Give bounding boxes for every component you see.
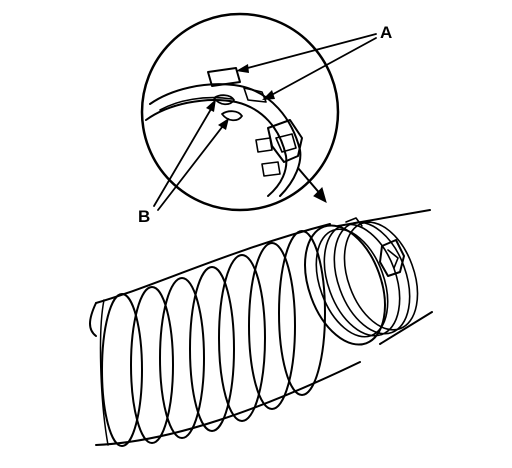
callout-b-label: B bbox=[138, 207, 150, 226]
corrugated-hose bbox=[89, 223, 361, 447]
callout-b: B bbox=[138, 99, 229, 226]
detail-magnifier bbox=[140, 12, 340, 212]
callout-a: A bbox=[236, 23, 392, 100]
hose-clamp bbox=[304, 217, 419, 346]
hose-ribs bbox=[101, 230, 326, 447]
callout-a-label: A bbox=[380, 23, 392, 42]
detail-leader-arrow bbox=[297, 167, 327, 203]
